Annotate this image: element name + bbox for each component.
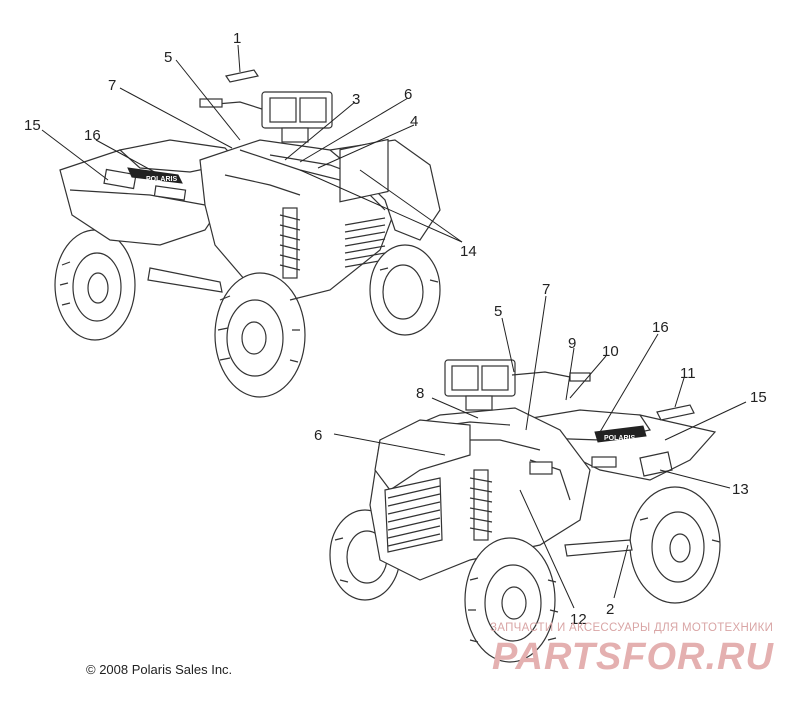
copyright-notice: © 2008 Polaris Sales Inc. — [86, 662, 233, 677]
lower-grille — [384, 477, 443, 553]
callout-lower-7: 7 — [542, 281, 550, 298]
callout-numbers: 1 5 7 3 6 4 15 16 14 5 7 9 10 16 8 11 15… — [24, 30, 767, 628]
lower-brand-text: POLARIS — [604, 435, 635, 442]
callout-upper-16: 16 — [84, 127, 101, 144]
callout-upper-3: 3 — [352, 91, 360, 108]
upper-brand-text: POLARIS — [146, 176, 177, 183]
lower-shock — [469, 469, 493, 541]
lower-front-fender — [374, 419, 471, 491]
callout-upper-4: 4 — [410, 113, 418, 130]
leader-lines — [41, 44, 747, 609]
callout-lower-8: 8 — [416, 385, 424, 402]
callout-lower-15: 15 — [750, 389, 767, 406]
callout-lower-5: 5 — [494, 303, 502, 320]
callout-lower-11: 11 — [680, 365, 696, 382]
watermark-logo: PARTSFOR.RU — [492, 636, 774, 678]
upper-rear-wheel — [54, 229, 136, 341]
lower-rear-wheel — [629, 486, 721, 604]
callout-lower-10: 10 — [602, 343, 619, 360]
callout-upper-6: 6 — [404, 86, 412, 103]
upper-polaris-decal: POLARIS — [127, 167, 183, 184]
callout-lower-13: 13 — [732, 481, 749, 498]
upper-decal-1 — [225, 69, 259, 83]
callout-lower-12: 12 — [570, 611, 587, 628]
upper-headlight-pod — [199, 91, 333, 143]
lower-front-wheel — [464, 537, 556, 663]
callout-lower-6: 6 — [314, 427, 322, 444]
upper-grille — [339, 138, 389, 268]
atv-lower-drawing: POLARIS — [329, 359, 721, 663]
callout-lower-16: 16 — [652, 319, 669, 336]
lower-decal-11 — [656, 404, 695, 421]
callout-upper-15: 15 — [24, 117, 41, 134]
callout-upper-7: 7 — [108, 77, 116, 94]
callout-upper-1: 1 — [233, 30, 241, 47]
callout-lower-2: 2 — [606, 601, 614, 618]
atv-upper-drawing: POLARIS — [54, 69, 441, 398]
watermark-tagline: ЗАПЧАСТИ И АКСЕССУАРЫ ДЛЯ МОТОТЕХНИКИ — [490, 622, 774, 634]
lower-headlight-pod — [444, 359, 591, 411]
lower-polaris-decal: POLARIS — [594, 425, 647, 443]
callout-lower-9: 9 — [568, 335, 576, 352]
upper-shock — [279, 207, 301, 279]
upper-front-wheel — [214, 272, 306, 398]
callout-upper-5: 5 — [164, 49, 172, 66]
upper-far-wheel — [369, 244, 441, 336]
callout-upper-14: 14 — [460, 243, 477, 260]
